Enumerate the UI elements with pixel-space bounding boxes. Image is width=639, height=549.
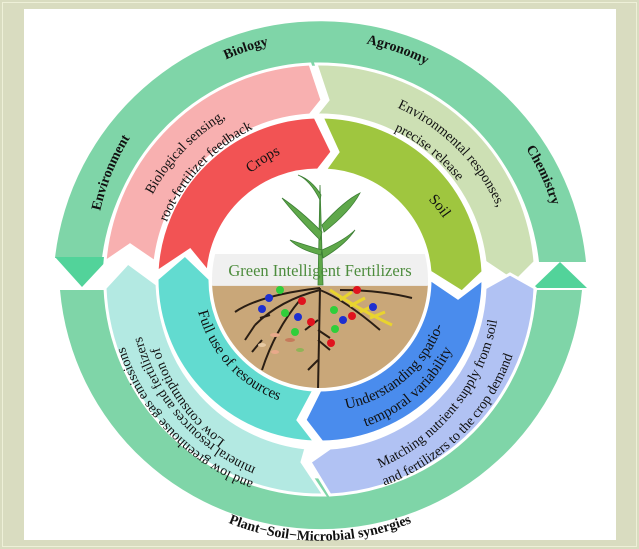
inner-ring [155, 115, 485, 444]
outer-ring-bottom-arc [60, 290, 582, 530]
plant-illustration [281, 174, 361, 286]
segment-soil [319, 115, 485, 294]
arrow-down-icon [55, 257, 110, 287]
segment-matching-nutrient-supply [307, 272, 537, 497]
outer-ring-top-arc [55, 21, 586, 263]
outer-ring [55, 21, 587, 530]
microbes [258, 333, 304, 354]
center-illustration: Green Intelligent Fertilizers [210, 170, 430, 390]
yellow-roots [329, 288, 393, 327]
segment-biological-sensing [103, 62, 324, 266]
roots-illustration [234, 287, 413, 388]
segment-crops [155, 115, 334, 276]
arrow-up-icon [533, 262, 587, 288]
center-title: Green Intelligent Fertilizers [228, 261, 411, 280]
segment-low-consumption [103, 260, 327, 497]
middle-ring [103, 62, 537, 497]
segment-full-use-of-resources [155, 252, 319, 444]
nutrient-particles [258, 286, 377, 347]
segment-environmental-responses [312, 62, 537, 284]
